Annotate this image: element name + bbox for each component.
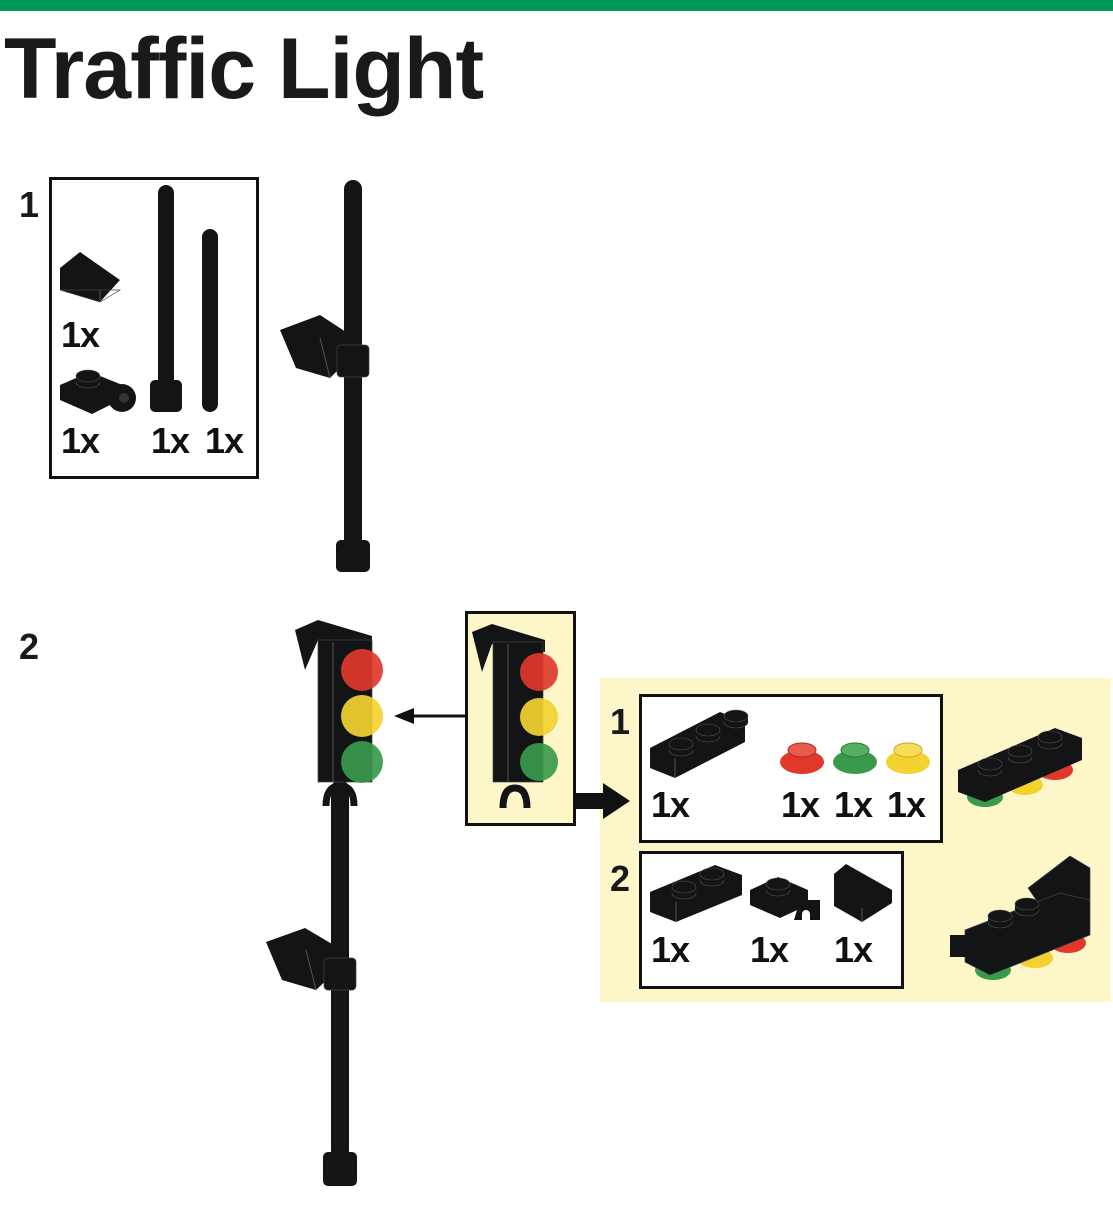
part-quantity: 1x [61, 420, 100, 461]
plate-1x2-icon [650, 865, 742, 922]
clip-plate-icon [750, 877, 820, 920]
attach-arrow [394, 708, 465, 724]
substep-number: 2 [610, 858, 631, 899]
substep2-result-model [950, 855, 1091, 980]
page-title: Traffic Light [4, 21, 484, 117]
step1-parts-box [49, 177, 259, 479]
yellow-round-plate-icon [886, 742, 930, 774]
part-quantity: 1x [651, 929, 690, 970]
step2-traffic-light-model [266, 620, 383, 1186]
part-quantity: 1x [205, 420, 244, 461]
substep-number: 1 [610, 701, 631, 742]
callout-signal-head [472, 624, 558, 809]
slope-brick-icon [834, 864, 892, 922]
part-quantity: 1x [151, 420, 190, 461]
substep1-result-model [958, 728, 1082, 807]
part-quantity: 1x [651, 784, 690, 825]
part-quantity: 1x [61, 314, 100, 355]
part-quantity: 1x [834, 929, 873, 970]
plate-1x3-icon [650, 709, 749, 778]
red-round-plate-icon [780, 742, 824, 774]
green-round-plate-icon [833, 742, 877, 774]
part-quantity: 1x [750, 929, 789, 970]
long-bar-icon [150, 185, 182, 412]
header-bar [0, 0, 1113, 11]
short-bar-icon [202, 229, 218, 412]
clip-plate-icon [60, 369, 136, 414]
step1-pole-model [280, 180, 370, 572]
step-number: 1 [19, 184, 40, 225]
slope-brick-icon [59, 252, 122, 303]
step-number: 2 [19, 626, 40, 667]
part-quantity: 1x [834, 784, 873, 825]
part-quantity: 1x [781, 784, 820, 825]
subassembly-arrow [575, 783, 630, 819]
part-quantity: 1x [887, 784, 926, 825]
